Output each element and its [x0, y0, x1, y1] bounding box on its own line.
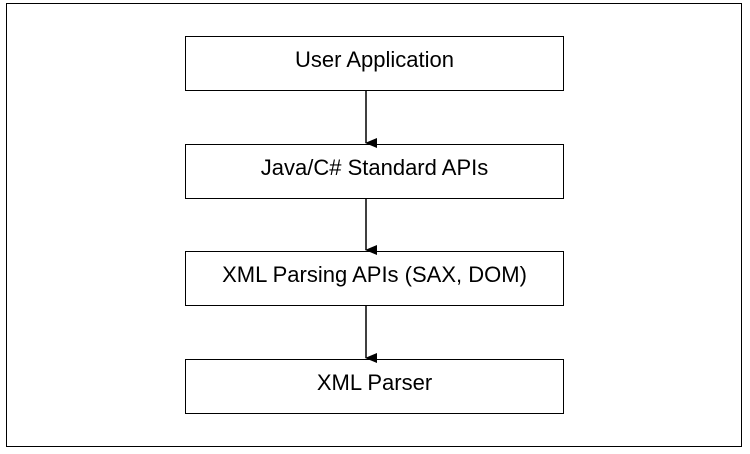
box-label: User Application [295, 46, 454, 72]
box-xml-parsing-apis: XML Parsing APIs (SAX, DOM) [185, 251, 564, 306]
box-label: XML Parsing APIs (SAX, DOM) [222, 261, 527, 287]
box-label: Java/C# Standard APIs [260, 154, 489, 180]
box-user-application: User Application [185, 36, 564, 91]
box-xml-parser: XML Parser [185, 359, 564, 414]
box-label: XML Parser [316, 369, 433, 395]
box-standard-apis: Java/C# Standard APIs [185, 144, 564, 199]
